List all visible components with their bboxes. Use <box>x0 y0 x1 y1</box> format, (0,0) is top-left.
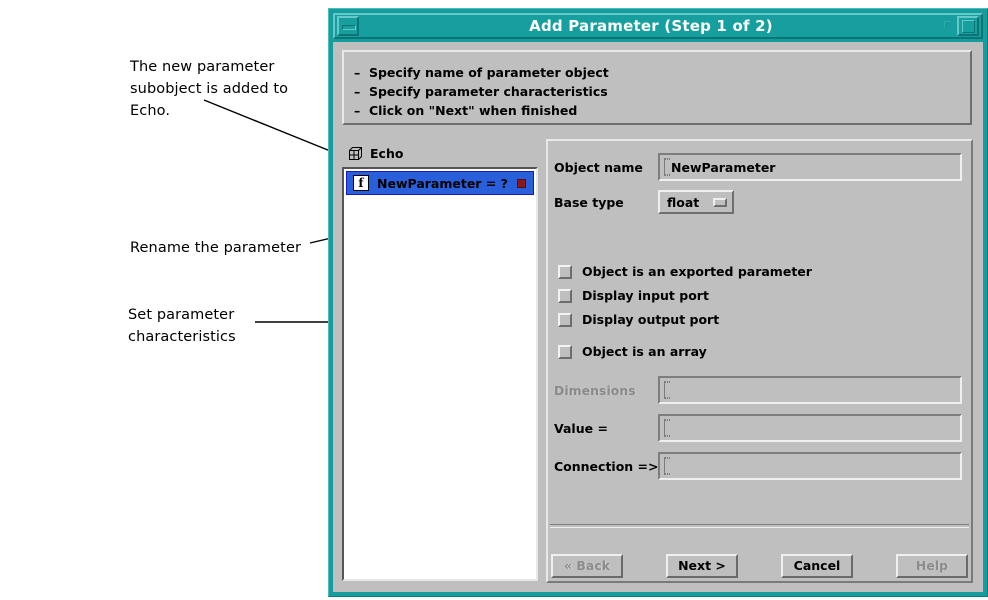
value-input[interactable] <box>658 414 962 442</box>
list-item-label: NewParameter = ? <box>377 175 508 191</box>
maximize-icon[interactable] <box>957 16 979 36</box>
back-button[interactable]: « Back <box>551 554 623 578</box>
value-row: Value = <box>554 414 962 442</box>
object-name-value: NewParameter <box>671 159 776 175</box>
tree-root-row[interactable]: Echo <box>342 139 540 167</box>
checkbox-label: Object is an array <box>582 344 707 359</box>
instruction-line: – Specify parameter characteristics <box>354 84 608 100</box>
tree-list[interactable]: f NewParameter = ? <box>342 167 538 581</box>
checkbox-box-icon[interactable] <box>558 288 572 303</box>
parameter-form-panel: Object name NewParameter Base type float… <box>546 139 973 583</box>
macro-grid-icon <box>349 146 362 160</box>
connection-input[interactable] <box>658 452 962 480</box>
base-type-option-menu[interactable]: float <box>658 190 734 214</box>
text-caret <box>664 158 670 176</box>
restore-icon[interactable] <box>943 16 953 36</box>
connection-row: Connection => <box>554 452 962 480</box>
checkbox-object-is-array[interactable]: Object is an array <box>558 344 707 359</box>
checkbox-label: Display output port <box>582 312 720 327</box>
object-tree-panel: Echo f NewParameter = ? <box>342 139 540 583</box>
dialog-client-area: – Specify name of parameter object – Spe… <box>333 42 983 592</box>
option-menu-indicator-icon <box>713 197 727 207</box>
object-name-label: Object name <box>554 159 643 175</box>
object-name-input[interactable]: NewParameter <box>658 153 962 181</box>
checkbox-display-input-port[interactable]: Display input port <box>558 288 709 303</box>
instructions-panel: – Specify name of parameter object – Spe… <box>342 50 972 125</box>
instruction-line: – Specify name of parameter object <box>354 65 609 80</box>
checkbox-exported-parameter[interactable]: Object is an exported parameter <box>558 264 812 279</box>
checkbox-box-icon[interactable] <box>558 312 572 327</box>
dialog-window: Add Parameter (Step 1 of 2) – Specify na… <box>328 8 988 597</box>
minimize-icon[interactable] <box>337 16 359 36</box>
checkbox-box-icon[interactable] <box>558 264 572 279</box>
annotation-new-parameter: The new parameter subobject is added to … <box>130 59 289 120</box>
window-title: Add Parameter (Step 1 of 2) <box>529 17 773 35</box>
text-caret <box>664 419 670 437</box>
dimensions-label: Dimensions <box>554 382 636 398</box>
object-name-row: Object name NewParameter <box>554 153 966 181</box>
annotation-characteristics: Set parameter characteristics <box>128 307 236 346</box>
base-type-row: Base type float <box>554 190 734 214</box>
tree-root-label: Echo <box>370 145 404 161</box>
checkbox-label: Object is an exported parameter <box>582 264 812 279</box>
annotation-rename: Rename the parameter <box>130 240 302 256</box>
checkbox-label: Display input port <box>582 288 709 303</box>
dimensions-row: Dimensions <box>554 376 962 404</box>
function-f-icon: f <box>353 175 369 191</box>
checkbox-box-icon[interactable] <box>558 344 572 359</box>
checkbox-display-output-port[interactable]: Display output port <box>558 312 719 327</box>
instruction-line: – Click on "Next" when finished <box>354 103 578 119</box>
red-square-marker <box>517 178 526 188</box>
dialog-button-row: « Back Next > Cancel Help <box>551 554 969 580</box>
window-titlebar[interactable]: Add Parameter (Step 1 of 2) <box>333 13 983 39</box>
cancel-button[interactable]: Cancel <box>781 554 853 578</box>
divider <box>550 524 969 528</box>
connection-label: Connection => <box>554 458 659 474</box>
list-item[interactable]: f NewParameter = ? <box>346 171 534 195</box>
help-button[interactable]: Help <box>896 554 968 578</box>
value-label: Value = <box>554 420 608 436</box>
text-caret <box>664 381 670 399</box>
next-button[interactable]: Next > <box>666 554 738 578</box>
dimensions-input <box>658 376 962 404</box>
base-type-value: float <box>667 194 700 210</box>
base-type-label: Base type <box>554 194 624 210</box>
text-caret <box>664 457 670 475</box>
